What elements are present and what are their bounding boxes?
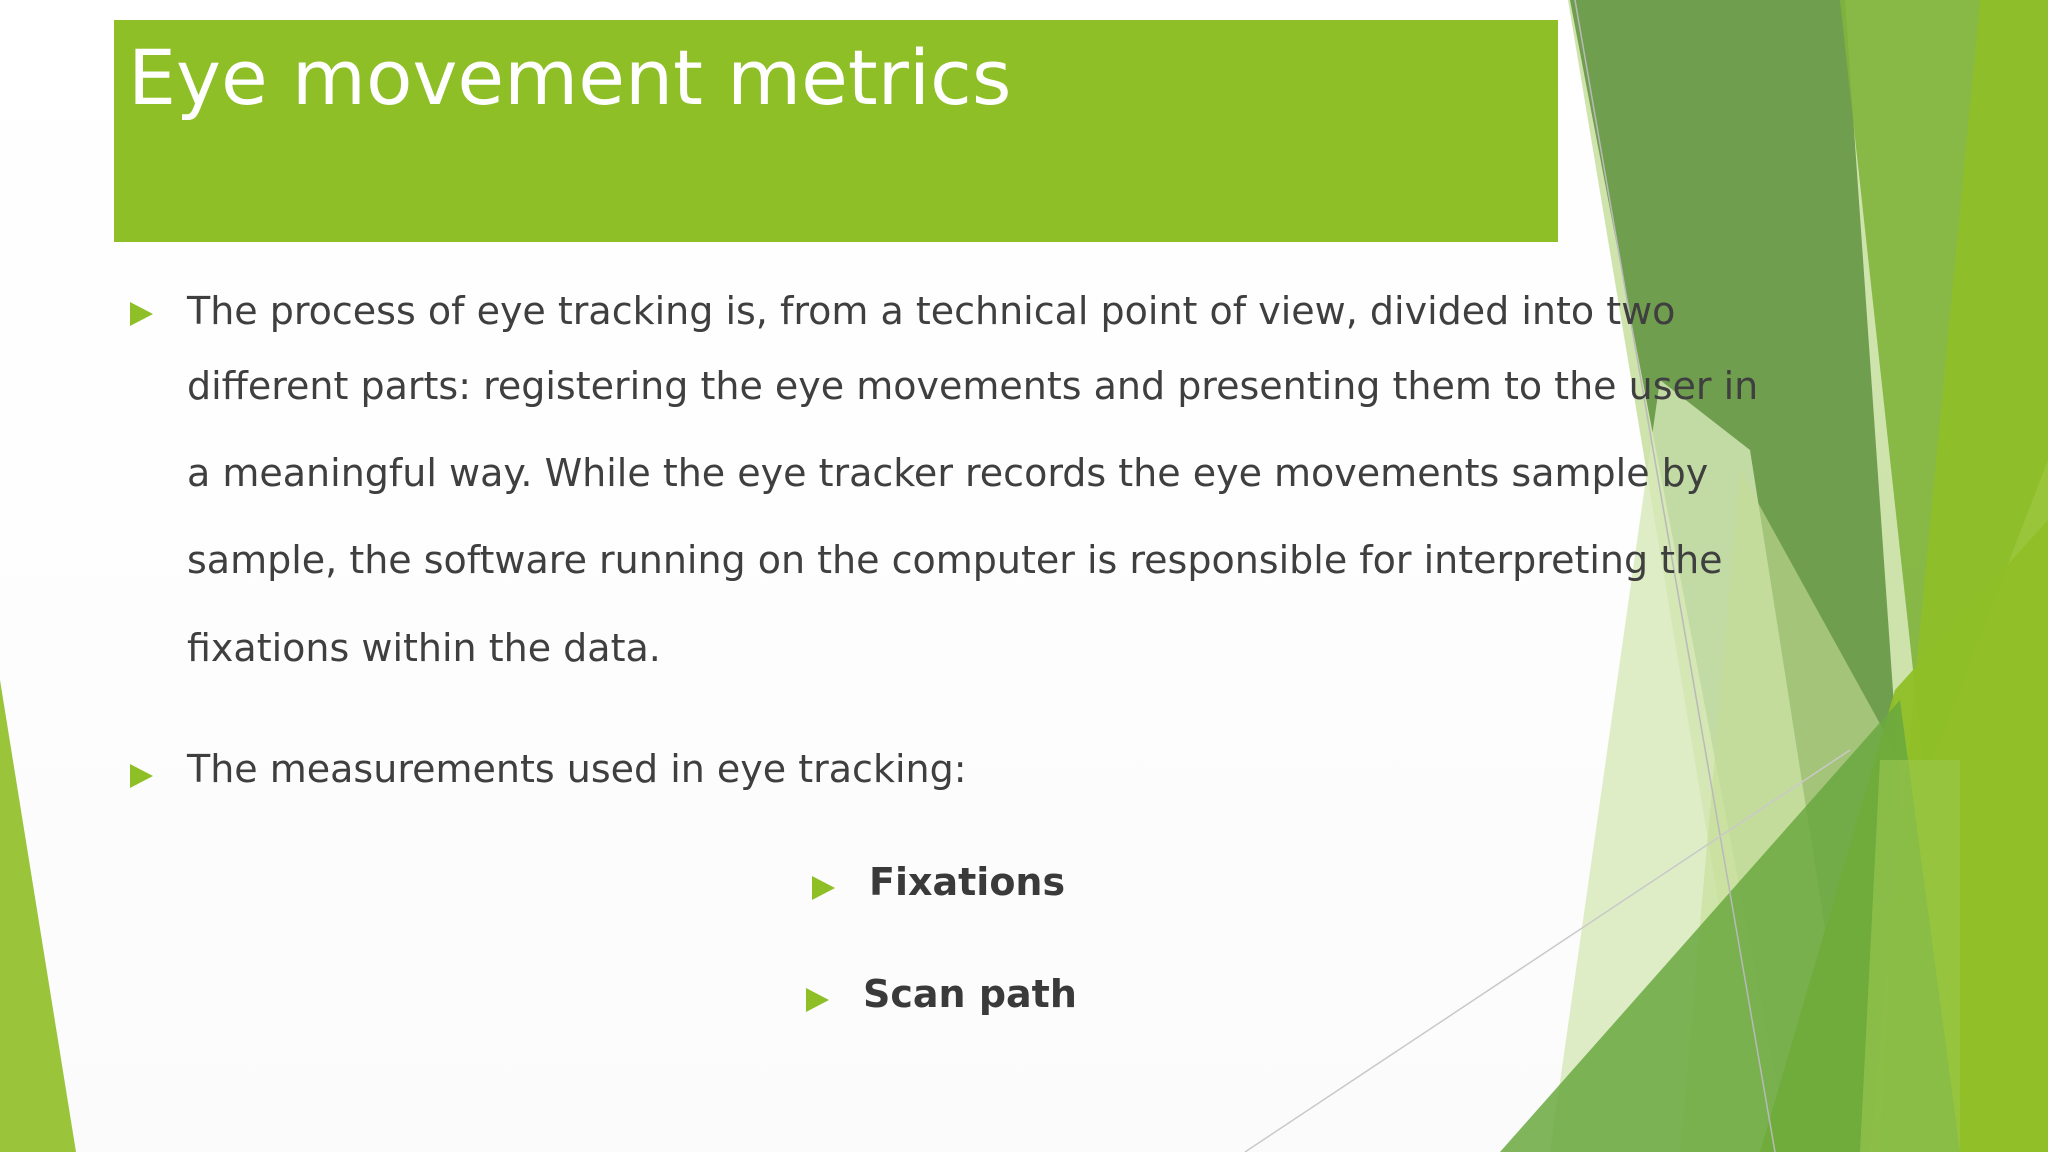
paragraph-line-3: a meaningful way. While the eye tracker … bbox=[187, 451, 1709, 495]
measurements-heading: The measurements used in eye tracking: bbox=[187, 747, 967, 791]
slide-title: Eye movement metrics bbox=[128, 33, 1012, 122]
triangle-right-icon bbox=[806, 988, 829, 1012]
sub-bullet-label: Scan path bbox=[863, 972, 1077, 1016]
triangle-right-icon bbox=[130, 764, 153, 788]
triangle-right-icon bbox=[130, 302, 153, 326]
paragraph-line-4: sample, the software running on the comp… bbox=[187, 538, 1723, 582]
paragraph-line-1: The process of eye tracking is, from a t… bbox=[187, 289, 1676, 333]
triangle-right-icon bbox=[812, 876, 835, 900]
title-bar: Eye movement metrics bbox=[114, 20, 1558, 242]
paragraph-line-2: different parts: registering the eye mov… bbox=[187, 364, 1759, 408]
sub-bullet-label: Fixations bbox=[869, 860, 1066, 904]
paragraph-line-5: fixations within the data. bbox=[187, 626, 661, 670]
